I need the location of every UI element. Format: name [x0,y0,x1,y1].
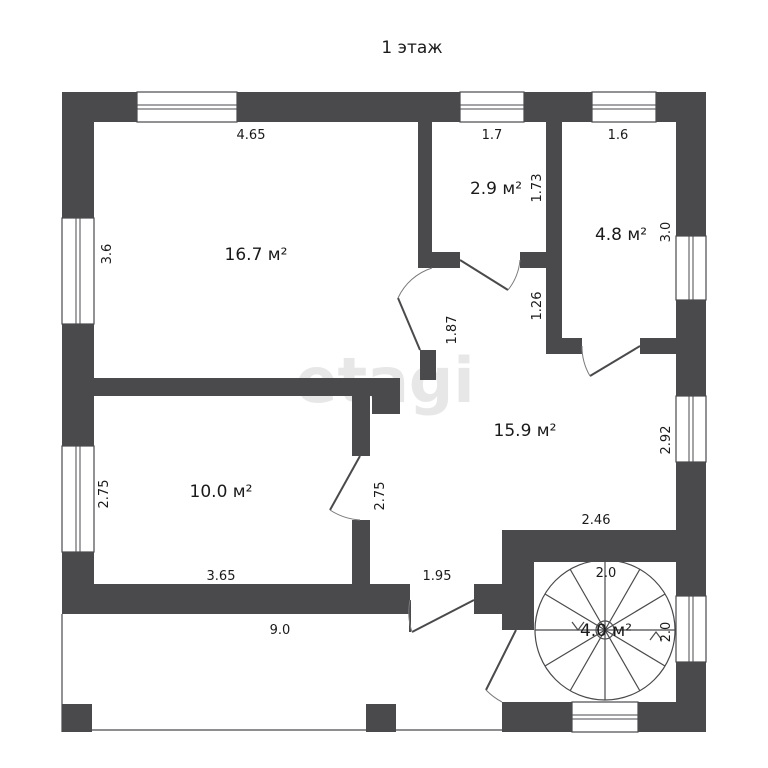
window-top-3 [591,91,657,123]
area-room1: 16.7 м² [225,245,288,265]
stair-arrow-left [571,621,585,631]
dim-1-73: 1.73 [530,174,545,203]
area-room4: 10.0 м² [190,482,253,502]
dim-1-6: 1.6 [608,128,629,143]
dim-1-7: 1.7 [482,128,503,143]
dim-1-95: 1.95 [423,569,452,584]
wall-vertical-3b [352,520,370,590]
door-stair [485,629,517,691]
door-room4 [329,455,361,511]
dim-2-46: 2.46 [582,513,611,528]
wall-bath-bottom-b [520,252,550,268]
area-room2: 2.9 м² [470,179,522,199]
door-room3 [589,345,641,377]
wall-vertical-2 [546,122,562,354]
door-entrance [411,599,475,633]
dim-3-65: 3.65 [207,569,236,584]
window-right-3 [675,595,707,663]
wall-vertical-1b [420,350,436,380]
area-hall: 15.9 м² [494,421,557,441]
doors [329,259,641,703]
wall-horizontal-rooms [94,378,399,396]
dim-9-0: 9.0 [270,623,291,638]
area-stair: 4.0 м² [580,621,632,641]
dim-3-6: 3.6 [100,244,115,265]
windows [61,91,707,733]
window-top-1 [136,91,238,123]
dim-4-65: 4.65 [237,128,266,143]
window-top-2 [459,91,525,123]
terrace-post-left [62,704,92,732]
spiral-stair [534,559,676,701]
dim-1-26: 1.26 [530,292,545,321]
window-left-1 [61,217,95,325]
floor-title: 1 этаж [381,38,442,58]
terrace-post-mid [366,704,396,732]
window-right-1 [675,235,707,301]
wall-room3-bottom-a [546,338,582,354]
area-room3: 4.8 м² [595,225,647,245]
wall-vertical-1 [418,122,432,266]
window-bottom [571,701,639,733]
stair-arrow-right [649,631,663,641]
dim-3-0: 3.0 [659,222,674,243]
wall-stair-left [502,530,534,630]
wall-room3-bottom-b [640,338,680,354]
dim-2-92: 2.92 [659,426,674,455]
door-room1 [397,297,421,351]
window-left-2 [61,445,95,553]
wall-corner-block [372,378,400,414]
terrace [61,614,502,732]
dim-2-0-top: 2.0 [596,566,617,581]
door-bath [459,259,509,291]
dim-2-0-right: 2.0 [659,622,674,643]
dim-2-75-left: 2.75 [97,480,112,509]
dim-1-87: 1.87 [445,316,460,345]
wall-bath-bottom-a [418,252,460,268]
wall-vertical-3a [352,396,370,456]
dim-2-75-mid: 2.75 [373,482,388,511]
window-right-2 [675,395,707,463]
